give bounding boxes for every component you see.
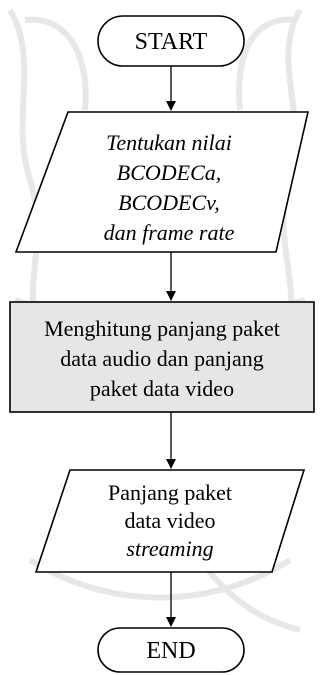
input-line-2: BCODECa, [117,160,222,185]
end-label: END [146,638,195,664]
input-line-3: BCODECv, [118,190,220,215]
output-parallelogram [34,469,306,573]
process-box [9,301,315,413]
start-label: START [135,29,208,55]
output-line-1: Panjang paket [108,480,232,505]
start-terminator [97,15,245,67]
output-line-3: streaming [126,536,213,561]
input-line-4: dan frame rate [104,220,235,245]
end-terminator [97,627,245,673]
output-line-2: data video [124,508,215,533]
process-line-2: data audio dan panjang [60,346,263,371]
input-line-1: Tentukan nilai [106,130,232,155]
input-parallelogram [14,111,310,253]
process-line-3: paket data video [90,376,234,401]
process-line-1: Menghitung panjang paket [44,316,280,341]
